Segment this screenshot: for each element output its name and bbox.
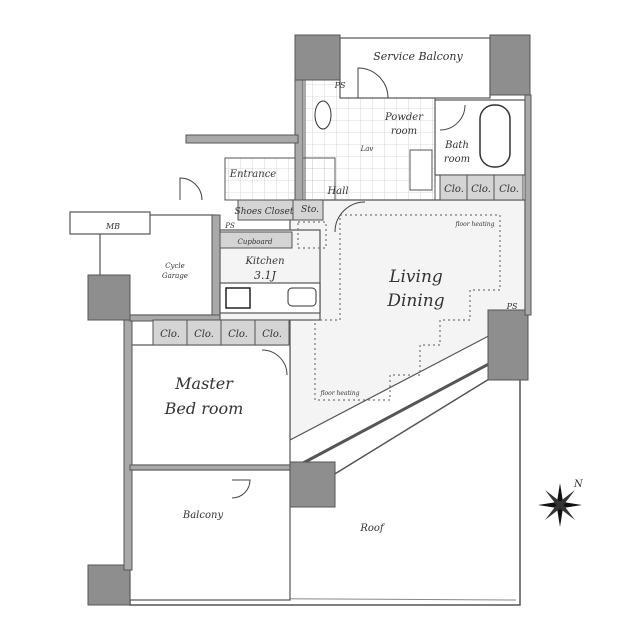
- floor-heating-zone: [314, 214, 501, 401]
- stove-icon: [225, 287, 251, 309]
- mb-area: [69, 211, 151, 235]
- column: [294, 34, 341, 81]
- closet-label: Clo.: [194, 329, 214, 340]
- roof-label: Roof: [359, 523, 386, 534]
- closets-bath-side: Clo. Clo. Clo.: [439, 174, 524, 201]
- master-bedroom-label: Bed room: [164, 399, 244, 418]
- closet-label: Clo.: [499, 184, 519, 195]
- kitchen-size-label: 3.1J: [254, 269, 276, 282]
- column: [87, 564, 131, 606]
- wall: [129, 464, 291, 471]
- service-balcony-label: Service Balcony: [373, 50, 463, 63]
- compass-north-label: N: [573, 479, 584, 490]
- column: [87, 274, 131, 321]
- closet-label: Clo.: [228, 329, 248, 340]
- ps-label: PS: [506, 302, 518, 311]
- washbasin-icon: [409, 149, 433, 191]
- cycle-garage-label: Garage: [162, 272, 188, 280]
- mb-label: MB: [105, 222, 120, 231]
- balcony-area: [129, 469, 291, 601]
- closet-label: Clo.: [160, 329, 180, 340]
- wall: [524, 94, 532, 316]
- closet-label: Clo.: [262, 329, 282, 340]
- hall-label: Hall: [326, 186, 348, 197]
- powder-room-label: Powder: [384, 112, 424, 123]
- storage-label: Sto.: [301, 205, 319, 215]
- wall: [123, 319, 133, 571]
- wall: [211, 214, 221, 321]
- column: [289, 461, 336, 508]
- cupboard: [219, 231, 293, 249]
- master-bedroom-label: Master: [174, 374, 234, 393]
- bath-room-label: room: [444, 154, 470, 165]
- closet-label: Clo.: [444, 184, 464, 195]
- kitchen-label: Kitchen: [244, 256, 284, 267]
- dining-label: Dining: [386, 291, 444, 311]
- ps-label: PS: [334, 81, 346, 90]
- storage: [292, 199, 324, 221]
- cupboard-label: Cupboard: [237, 238, 273, 246]
- column: [487, 309, 529, 381]
- shoes-closet-label: Shoes Closet: [235, 207, 294, 217]
- entrance-label: Entrance: [229, 169, 277, 180]
- lav-label: Lav: [360, 145, 374, 153]
- living-label: Living: [388, 267, 443, 287]
- master-bedroom-area: [129, 344, 291, 466]
- toilet-icon: [314, 100, 332, 130]
- powder-room-label: room: [391, 126, 417, 137]
- bathtub-icon: [479, 104, 511, 168]
- bath-room-label: Bath: [444, 140, 469, 151]
- column: [489, 34, 531, 96]
- ps-label: PS: [224, 222, 235, 230]
- closets-bedroom-side: Clo. Clo. Clo. Clo.: [152, 319, 290, 346]
- wall: [185, 134, 299, 144]
- compass-icon: N: [538, 479, 584, 527]
- door-swings: [179, 67, 466, 499]
- balcony-label: Balcony: [182, 510, 224, 521]
- floor-heating-zone: [297, 221, 327, 249]
- floor-heating-label: floor heating: [319, 390, 359, 397]
- closet-label: Clo.: [471, 184, 491, 195]
- cycle-garage-label: Cycle: [165, 262, 185, 270]
- sink-icon: [287, 287, 317, 307]
- floor-heating-label: floor heating: [454, 221, 494, 228]
